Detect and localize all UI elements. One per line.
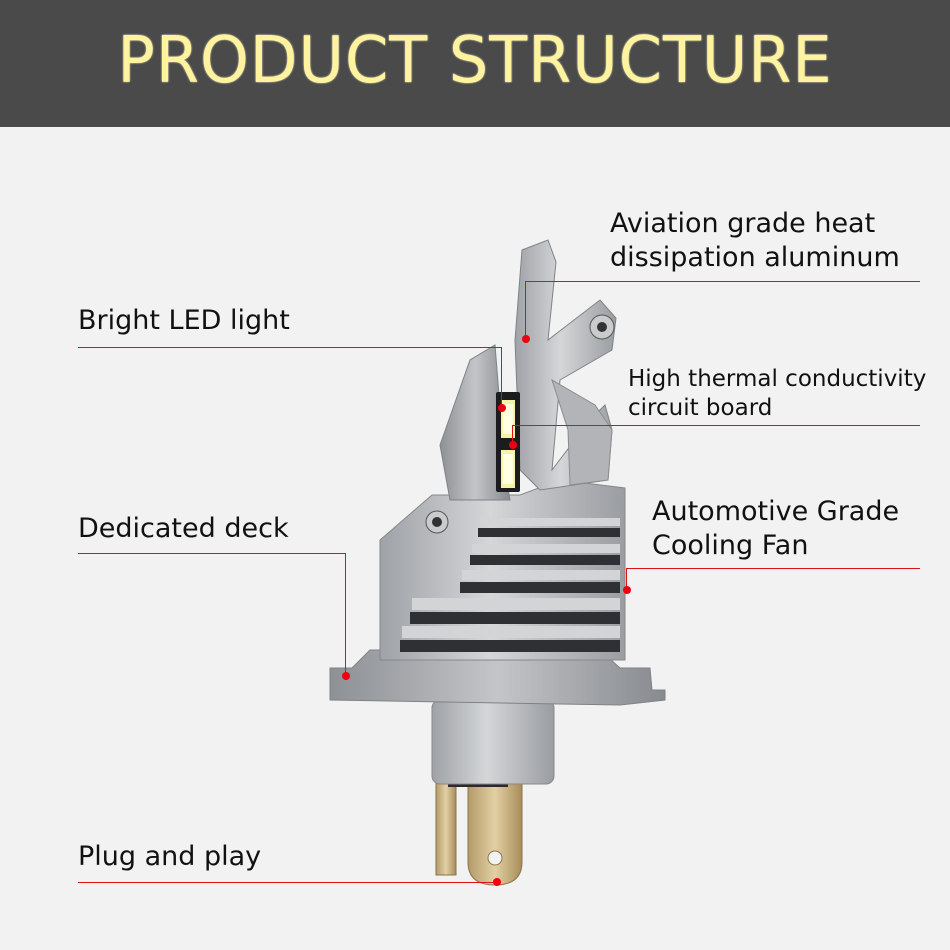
- callout-aluminum-line2: dissipation aluminum: [610, 242, 900, 273]
- aluminum-housing: [439, 239, 617, 501]
- mounting-flange: [329, 649, 666, 706]
- callout-led-drop: [501, 347, 502, 407]
- callout-board-line1: High thermal conductivity: [628, 366, 927, 392]
- callout-fan-line1: Automotive Grade: [652, 496, 900, 527]
- callout-fan-leader: [626, 568, 920, 569]
- callout-aluminum-leader: [525, 281, 920, 282]
- callout-plug-label: Plug and play: [78, 841, 262, 872]
- callout-fan-dot: [623, 586, 631, 594]
- callout-led-label: Bright LED light: [78, 305, 290, 336]
- callout-board-line2: circuit board: [628, 395, 773, 421]
- callout-board-drop: [512, 425, 513, 445]
- callout-deck-leader: [78, 553, 345, 554]
- callout-aluminum-drop: [525, 281, 526, 339]
- header-banner: PRODUCT STRUCTURE: [0, 0, 950, 127]
- page-title: PRODUCT STRUCTURE: [117, 24, 833, 98]
- callout-deck-dot: [342, 672, 350, 680]
- callout-aluminum-label: Aviation grade heat dissipation aluminum: [610, 207, 900, 275]
- heat-sink-body: [379, 479, 626, 661]
- callout-fan-line2: Cooling Fan: [652, 530, 809, 561]
- callout-plug-leader: [78, 882, 496, 883]
- callout-deck-label: Dedicated deck: [78, 513, 289, 544]
- callout-deck-drop: [345, 553, 346, 675]
- callout-board-leader: [512, 425, 920, 426]
- callout-led-dot: [498, 404, 506, 412]
- callout-aluminum-dot: [522, 335, 530, 343]
- callout-led-leader: [78, 347, 501, 348]
- callout-plug-dot: [493, 878, 501, 886]
- callout-aluminum-line1: Aviation grade heat: [610, 208, 876, 239]
- cylinder-base: [431, 699, 555, 785]
- callout-board-label: High thermal conductivity circuit board: [628, 365, 926, 423]
- callout-board-dot: [509, 441, 517, 449]
- callout-fan-label: Automotive Grade Cooling Fan: [652, 495, 899, 563]
- callout-fan-drop: [626, 568, 627, 590]
- led-chips: [496, 392, 520, 492]
